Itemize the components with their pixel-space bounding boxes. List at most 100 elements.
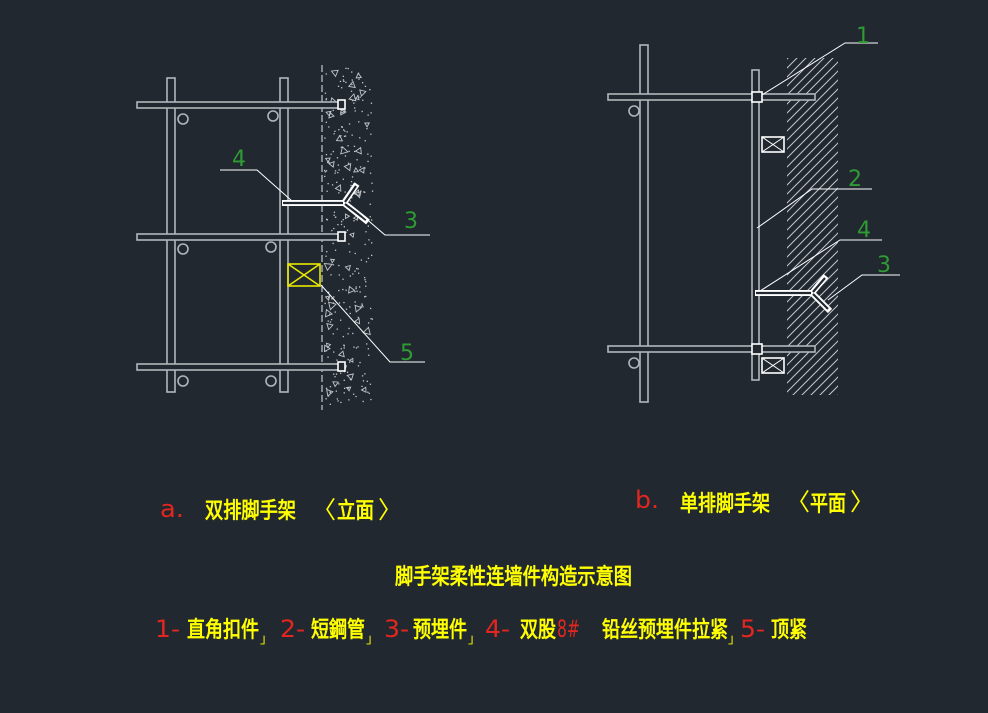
concrete-hatch-aggregate <box>352 215 358 221</box>
concrete-hatch-speck <box>345 81 347 83</box>
concrete-hatch-speck <box>352 273 354 275</box>
concrete-hatch-speck <box>362 82 364 84</box>
concrete-hatch-speck <box>365 285 367 287</box>
concrete-hatch-speck <box>354 301 356 303</box>
concrete-hatch-speck <box>325 170 328 172</box>
concrete-hatch-speck <box>340 223 343 226</box>
concrete-hatch-speck <box>334 249 337 251</box>
concrete-hatch-speck <box>357 346 359 348</box>
concrete-hatch-speck <box>326 251 328 253</box>
legend-4-label: 双股 <box>520 618 556 643</box>
caption-a-close-bracket: 〉 <box>378 496 402 524</box>
concrete-hatch-speck <box>338 383 340 385</box>
right-angle-coupler <box>265 241 277 253</box>
concrete-hatch-aggregate <box>325 110 332 117</box>
concrete-hatch-speck <box>369 89 371 91</box>
ledger-bottom <box>136 363 344 371</box>
concrete-hatch-speck <box>343 345 345 347</box>
concrete-hatch-speck <box>325 398 327 400</box>
concrete-hatch-speck <box>332 150 334 153</box>
concrete-hatch-speck <box>328 162 330 164</box>
concrete-hatch-speck <box>353 346 355 348</box>
legend-separator: 」 <box>468 632 481 647</box>
concrete-hatch-speck <box>333 211 336 213</box>
concrete-hatch-speck <box>361 303 363 305</box>
concrete-hatch-speck <box>338 274 340 276</box>
concrete-hatch-speck <box>357 365 360 367</box>
concrete-hatch-speck <box>347 333 349 335</box>
concrete-hatch-aggregate <box>353 317 361 325</box>
concrete-hatch-speck <box>332 242 334 245</box>
concrete-hatch-speck <box>330 153 332 155</box>
concrete-hatch-speck <box>348 399 350 401</box>
concrete-hatch-aggregate <box>326 322 334 331</box>
concrete-hatch-speck <box>337 400 339 402</box>
concrete-hatch-speck <box>333 296 335 298</box>
concrete-hatch-speck <box>336 181 338 183</box>
ledger-end-cap <box>337 361 346 372</box>
concrete-hatch-speck <box>348 243 350 245</box>
concrete-hatch-aggregate <box>360 386 367 394</box>
concrete-hatch-aggregate <box>324 308 334 318</box>
concrete-hatch-speck <box>361 385 363 387</box>
concrete-hatch-speck <box>340 135 342 137</box>
concrete-hatch-speck <box>332 109 334 112</box>
concrete-hatch-speck <box>342 219 344 221</box>
concrete-hatch-speck <box>341 126 343 128</box>
concrete-hatch-speck <box>344 135 347 137</box>
concrete-hatch-speck <box>370 155 372 157</box>
caption-b-open-bracket: 〈 <box>786 488 810 516</box>
legend-2-label: 短鋼管 <box>311 617 365 643</box>
caption-b-name: 单排脚手架 <box>680 491 770 517</box>
concrete-hatch-speck <box>347 162 350 164</box>
right-angle-coupler <box>628 105 640 117</box>
concrete-hatch-speck <box>371 242 373 244</box>
concrete-hatch-speck <box>356 267 358 270</box>
concrete-hatch-speck <box>340 348 342 350</box>
caption-b-close-bracket: 〉 <box>850 488 874 516</box>
caption-a-open-bracket: 〈 <box>312 496 336 524</box>
drawing-b-single-row-plan: 1 2 4 3 <box>607 24 900 403</box>
concrete-hatch-speck <box>342 75 344 77</box>
concrete-hatch-speck <box>354 150 356 153</box>
concrete-hatch-speck <box>371 254 373 256</box>
concrete-hatch-speck <box>325 121 327 123</box>
concrete-hatch-speck <box>325 99 327 101</box>
concrete-hatch-speck <box>343 80 345 82</box>
concrete-hatch-speck <box>367 160 369 163</box>
concrete-hatch-speck <box>364 296 366 298</box>
concrete-hatch-speck <box>365 281 367 283</box>
legend-separator: 」 <box>366 632 379 647</box>
concrete-hatch-speck <box>347 67 349 70</box>
drawing-title: 脚手架柔性连墙件构造示意图 <box>395 564 632 590</box>
concrete-hatch-speck <box>364 277 366 279</box>
concrete-hatch-speck <box>346 371 349 373</box>
concrete-hatch-speck <box>365 261 368 263</box>
callout-3: 3 <box>877 253 891 278</box>
concrete-hatch-speck <box>327 161 329 164</box>
concrete-hatch-speck <box>343 301 345 304</box>
concrete-hatch-aggregate <box>364 122 370 128</box>
caption-a-name: 双排脚手架 <box>205 498 296 524</box>
concrete-hatch-speck <box>359 166 362 168</box>
concrete-hatch-aggregate <box>337 350 345 358</box>
concrete-hatch-aggregate <box>354 146 362 155</box>
concrete-hatch-aggregate <box>328 160 335 168</box>
concrete-hatch-speck <box>327 298 329 300</box>
right-angle-coupler <box>177 375 189 387</box>
concrete-hatch-speck <box>349 361 351 363</box>
concrete-hatch-speck <box>347 358 349 361</box>
concrete-hatch-speck <box>369 203 371 205</box>
concrete-hatch-speck <box>354 270 356 272</box>
concrete-hatch-aggregate <box>358 166 365 174</box>
concrete-hatch-speck <box>328 395 330 397</box>
concrete-hatch-speck <box>367 257 370 259</box>
concrete-hatch-speck <box>336 398 338 400</box>
concrete-hatch-speck <box>352 332 354 335</box>
concrete-hatch-speck <box>366 343 368 345</box>
concrete-hatch-aggregate <box>334 184 342 192</box>
concrete-hatch-speck <box>355 347 358 349</box>
concrete-hatch-speck <box>361 110 363 113</box>
concrete-hatch-speck <box>371 182 373 184</box>
ledger-top <box>136 101 344 109</box>
